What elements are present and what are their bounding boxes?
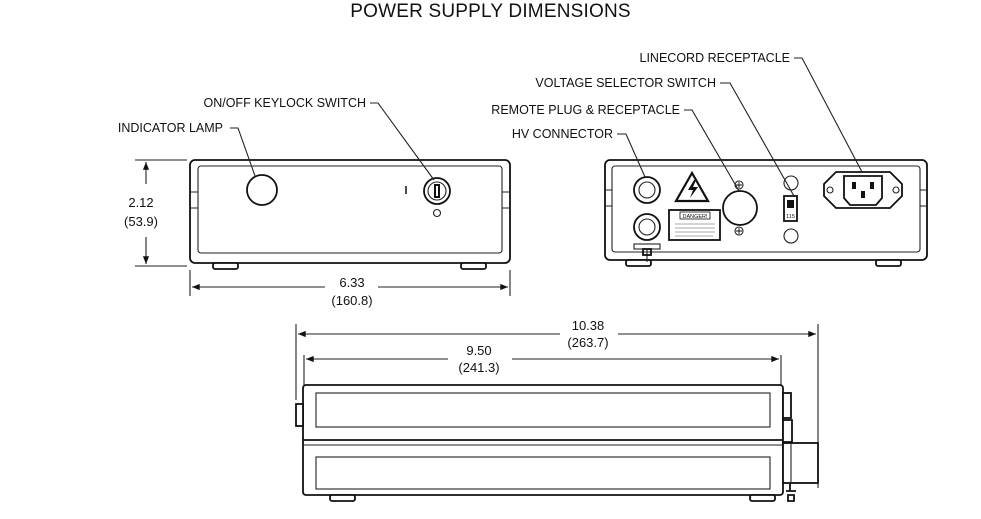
front-height-metric: (53.9) xyxy=(124,214,158,229)
indicator-lamp xyxy=(246,174,278,206)
hv-connector-lower xyxy=(633,213,661,241)
front-panel-inner xyxy=(197,165,503,254)
leader-linecord xyxy=(794,57,863,173)
leader-hv-connector xyxy=(617,133,646,178)
page-title: POWER SUPPLY DIMENSIONS xyxy=(350,1,631,22)
leader-keylock xyxy=(370,102,435,181)
label-linecord-receptacle: LINECORD RECEPTACLE xyxy=(640,51,791,65)
side-view: 10.38 (263.7) 9.50 (241.3) xyxy=(295,318,819,502)
side-upper-panel xyxy=(315,392,771,428)
front-panel-outline xyxy=(189,159,511,264)
side-front-protrusion xyxy=(295,403,304,427)
danger-label xyxy=(668,209,721,241)
leader-voltage-selector xyxy=(720,82,795,197)
rear-screw-lower xyxy=(783,228,799,244)
label-remote-plug: REMOTE PLUG & RECEPTACLE xyxy=(491,103,680,117)
rear-foot-right xyxy=(875,259,902,267)
side-rear-linecord xyxy=(782,442,819,484)
body-length-value: 9.50 xyxy=(466,343,491,358)
danger-label-text: DANGER! xyxy=(682,214,708,220)
side-foot-front xyxy=(329,494,356,502)
side-rear-connector-mid xyxy=(782,419,793,443)
front-view: INDICATOR LAMP ON/OFF KEYLOCK SWITCH 2.1… xyxy=(118,96,511,308)
remote-plug xyxy=(722,190,758,226)
overall-length-metric: (263.7) xyxy=(567,335,608,350)
overall-length-value: 10.38 xyxy=(572,318,605,333)
rear-panel-outline xyxy=(604,159,928,261)
rear-panel-inner xyxy=(611,165,921,253)
side-rear-connector-upper xyxy=(782,392,792,419)
front-foot-right xyxy=(460,262,487,270)
leader-remote-plug xyxy=(684,109,740,192)
rear-foot-left xyxy=(625,259,652,267)
hv-connector-upper xyxy=(633,176,661,204)
rear-view: DANGER! 115 LINECORD RECEPTACLE VOLTAGE … xyxy=(491,51,928,267)
body-length-metric: (241.3) xyxy=(458,360,499,375)
label-keylock-switch: ON/OFF KEYLOCK SWITCH xyxy=(203,96,366,110)
voltage-setting-text: 115 xyxy=(786,214,795,220)
label-indicator-lamp: INDICATOR LAMP xyxy=(118,121,223,135)
side-foot-rear xyxy=(749,494,776,502)
keylock-switch xyxy=(423,177,451,205)
front-height-value: 2.12 xyxy=(128,195,153,210)
front-foot-left xyxy=(212,262,239,270)
label-hv-connector: HV CONNECTOR xyxy=(512,127,613,141)
front-width-value: 6.33 xyxy=(339,275,364,290)
linecord-receptacle xyxy=(823,171,903,209)
side-lower-panel xyxy=(315,456,771,490)
voltage-selector-switch xyxy=(783,195,798,222)
front-width-metric: (160.8) xyxy=(331,293,372,308)
label-voltage-selector: VOLTAGE SELECTOR SWITCH xyxy=(535,76,716,90)
leader-indicator-lamp xyxy=(230,127,256,177)
